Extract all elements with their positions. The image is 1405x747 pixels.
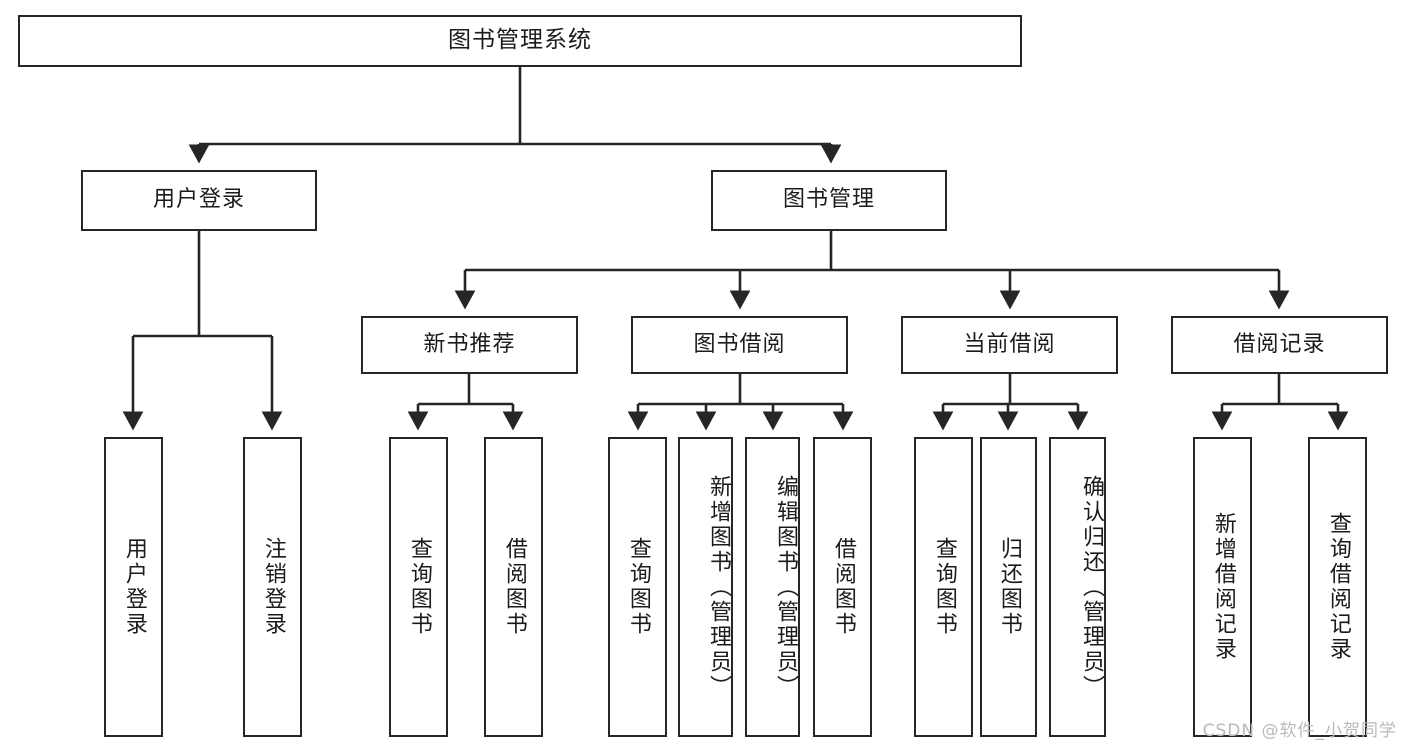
node-label: 借阅记录 <box>1233 331 1326 357</box>
node-label: 注销登录 <box>260 537 286 637</box>
leaf-user-login-signout[interactable]: 注销登录 <box>243 437 302 737</box>
node-book-management[interactable]: 图书管理 <box>711 170 947 231</box>
leaf-borrow-edit-book[interactable]: 编辑图书（管理员） <box>745 437 800 737</box>
node-root-system[interactable]: 图书管理系统 <box>18 15 1022 67</box>
leaf-borrow-add-book[interactable]: 新增图书（管理员） <box>678 437 733 737</box>
leaf-record-add[interactable]: 新增借阅记录 <box>1193 437 1252 737</box>
leaf-borrow-borrow-book[interactable]: 借阅图书 <box>813 437 872 737</box>
node-label: 当前借阅 <box>963 331 1056 357</box>
node-book-borrow[interactable]: 图书借阅 <box>631 316 848 374</box>
node-new-book-recommend[interactable]: 新书推荐 <box>361 316 578 374</box>
node-label: 查询借阅记录 <box>1325 512 1351 662</box>
leaf-new-book-borrow[interactable]: 借阅图书 <box>484 437 543 737</box>
node-current-borrow[interactable]: 当前借阅 <box>901 316 1118 374</box>
node-label: 确认归还（管理员） <box>1079 474 1104 700</box>
node-label: 图书借阅 <box>693 331 786 357</box>
node-label: 归还图书 <box>996 537 1022 637</box>
node-user-login[interactable]: 用户登录 <box>81 170 317 231</box>
node-label: 新书推荐 <box>423 331 516 357</box>
node-label: 用户登录 <box>121 537 147 637</box>
node-label: 查询图书 <box>625 537 651 637</box>
leaf-current-query-book[interactable]: 查询图书 <box>914 437 973 737</box>
node-label: 借阅图书 <box>830 537 856 637</box>
node-label: 查询图书 <box>931 537 957 637</box>
leaf-user-login-signin[interactable]: 用户登录 <box>104 437 163 737</box>
node-label: 借阅图书 <box>501 537 527 637</box>
leaf-current-confirm-return[interactable]: 确认归还（管理员） <box>1049 437 1106 737</box>
leaf-current-return-book[interactable]: 归还图书 <box>980 437 1037 737</box>
leaf-record-query[interactable]: 查询借阅记录 <box>1308 437 1367 737</box>
node-label: 图书管理系统 <box>448 27 592 54</box>
node-label: 编辑图书（管理员） <box>773 474 798 700</box>
node-label: 查询图书 <box>406 537 432 637</box>
node-borrow-record[interactable]: 借阅记录 <box>1171 316 1388 374</box>
node-label: 新增借阅记录 <box>1210 512 1236 662</box>
node-label: 用户登录 <box>152 187 245 213</box>
leaf-new-book-query[interactable]: 查询图书 <box>389 437 448 737</box>
node-label: 图书管理 <box>782 187 875 213</box>
node-label: 新增图书（管理员） <box>706 474 731 700</box>
leaf-borrow-query-book[interactable]: 查询图书 <box>608 437 667 737</box>
